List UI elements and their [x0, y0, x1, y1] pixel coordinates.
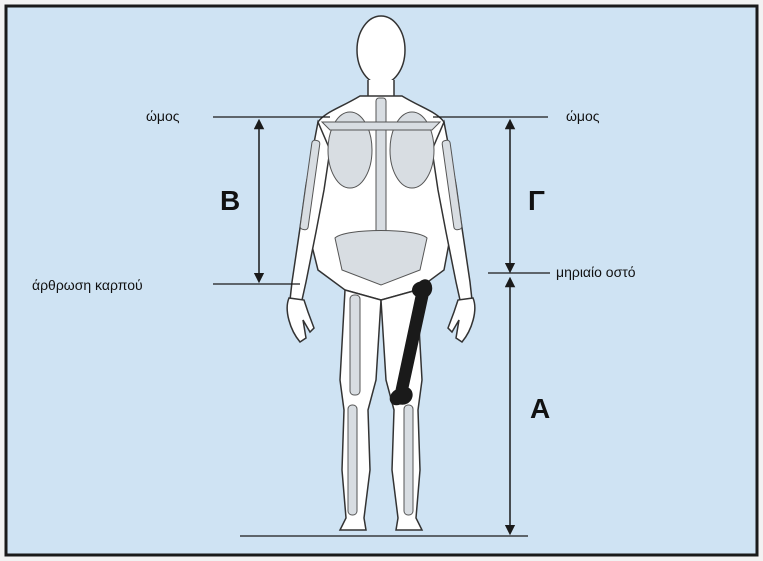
label-shoulder-left: ώμος — [146, 108, 180, 124]
label-wrist: άρθρωση καρπού — [32, 277, 143, 293]
segment-a-label: Α — [530, 393, 550, 424]
label-shoulder-right: ώμος — [566, 108, 600, 124]
segment-b-label: Β — [220, 185, 240, 216]
segment-g-label: Γ — [528, 185, 545, 216]
label-femur: μηριαίο οστό — [556, 264, 636, 280]
